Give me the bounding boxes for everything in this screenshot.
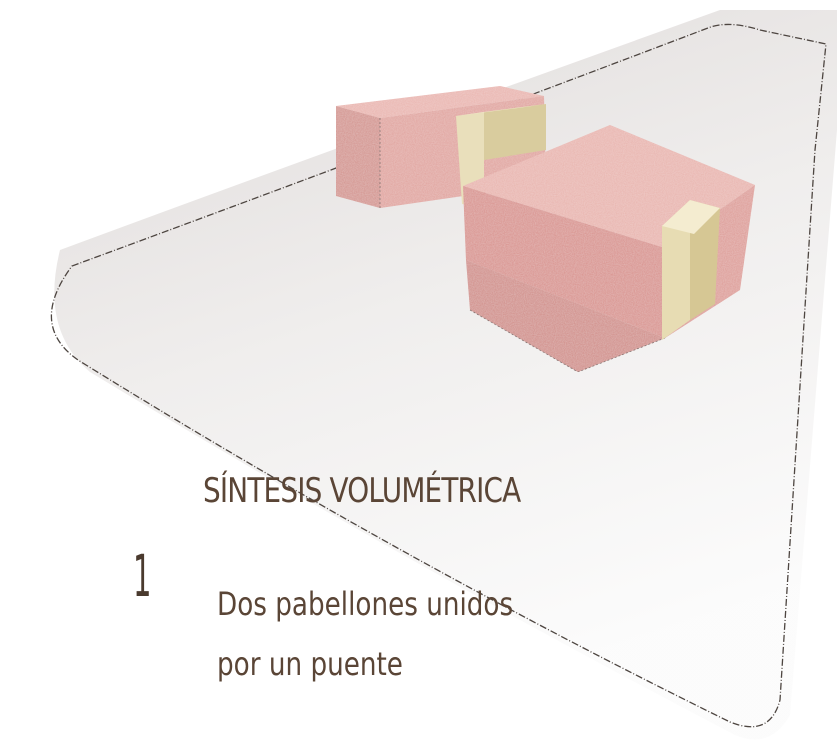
step-description: Dos pabellones unidos por un puente	[217, 574, 643, 694]
pavilion-front-left	[463, 186, 665, 338]
bridge-side	[484, 104, 546, 160]
step-description-line-1: Dos pabellones unidos	[217, 585, 514, 623]
slab-top	[662, 200, 720, 234]
slab-front	[662, 200, 690, 340]
bridge-top	[456, 104, 546, 116]
vertical-slab	[662, 200, 720, 340]
caption-title: SÍNTESIS VOLUMÉTRICA	[203, 471, 521, 511]
step-description-line-2: por un puente	[217, 645, 403, 683]
pavilion-rear-front	[336, 106, 380, 208]
step-number: 1	[133, 542, 152, 610]
pavilion-front-low	[466, 260, 665, 372]
pavilion-rear-top	[336, 86, 544, 118]
